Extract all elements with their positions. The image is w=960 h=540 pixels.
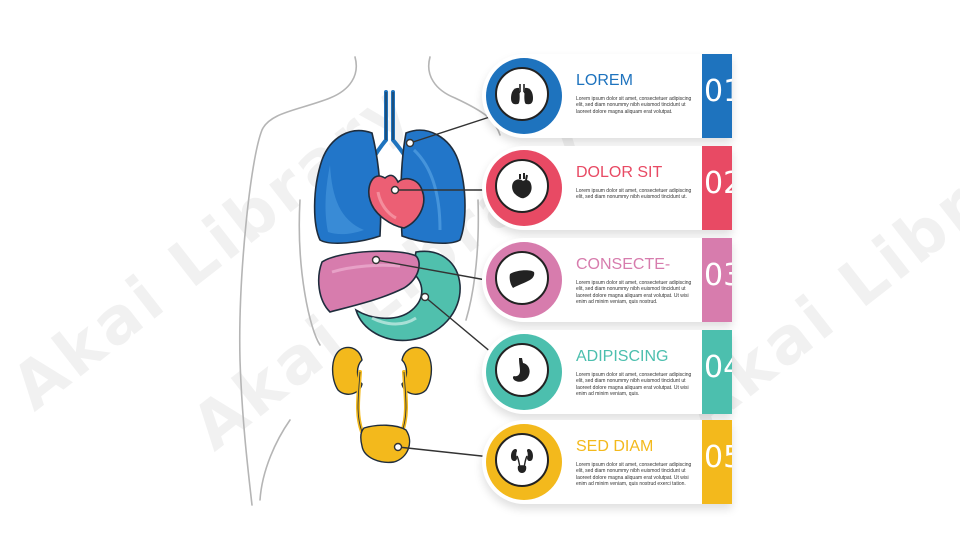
- card-strip: 03: [702, 238, 732, 322]
- card-5: 05 SED DIAM Lorem ipsum dolor sit amet, …: [482, 420, 732, 504]
- card-badge: [486, 424, 562, 500]
- left-kidney: [331, 346, 363, 395]
- connector-3: [375, 259, 498, 283]
- card-title: ADIPISCING: [576, 348, 669, 365]
- kidneys-icon: [511, 449, 533, 473]
- card-description: Lorem ipsum dolor sit amet, consectetuer…: [576, 280, 692, 306]
- liver: [317, 250, 420, 313]
- card-2: 02 DOLOR SIT Lorem ipsum dolor sit amet,…: [482, 146, 732, 230]
- ureters: [356, 370, 408, 434]
- card-number: 05: [704, 440, 732, 475]
- card-number: 04: [704, 350, 732, 385]
- bladder: [359, 424, 411, 464]
- right-kidney: [401, 346, 433, 395]
- card-strip: 01: [702, 54, 732, 138]
- card-description: Lorem ipsum dolor sit amet, consectetuer…: [576, 372, 692, 398]
- card-3: 03 CONSECTE- Lorem ipsum dolor sit amet,…: [482, 238, 732, 322]
- card-badge: [486, 58, 562, 134]
- stomach-icon: [512, 358, 530, 382]
- heart-icon: [512, 173, 532, 199]
- card-number: 01: [704, 74, 732, 109]
- card-strip: 05: [702, 420, 732, 504]
- card-title: SED DIAM: [576, 438, 654, 455]
- card-description: Lorem ipsum dolor sit amet, consectetuer…: [576, 96, 692, 115]
- stomach: [354, 250, 461, 342]
- card-badge: [486, 334, 562, 410]
- body-silhouette: [238, 56, 501, 506]
- card-title: DOLOR SIT: [576, 164, 663, 181]
- card-description: Lorem ipsum dolor sit amet, consectetuer…: [576, 188, 692, 201]
- card-strip: 02: [702, 146, 732, 230]
- card-number: 03: [704, 258, 732, 293]
- card-4: 04 ADIPISCING Lorem ipsum dolor sit amet…: [482, 330, 732, 414]
- card-badge: [486, 150, 562, 226]
- liver-icon: [509, 270, 535, 288]
- card-strip: 04: [702, 330, 732, 414]
- lungs-icon: [511, 84, 533, 105]
- card-title: LOREM: [576, 72, 633, 89]
- card-title: CONSECTE-: [576, 256, 671, 273]
- connector-dots: [371, 138, 430, 452]
- card-number: 02: [704, 166, 732, 201]
- card-description: Lorem ipsum dolor sit amet, consectetuer…: [576, 462, 692, 488]
- card-1: 01 LOREM Lorem ipsum dolor sit amet, con…: [482, 54, 732, 138]
- heart: [368, 174, 425, 229]
- card-badge: [486, 242, 562, 318]
